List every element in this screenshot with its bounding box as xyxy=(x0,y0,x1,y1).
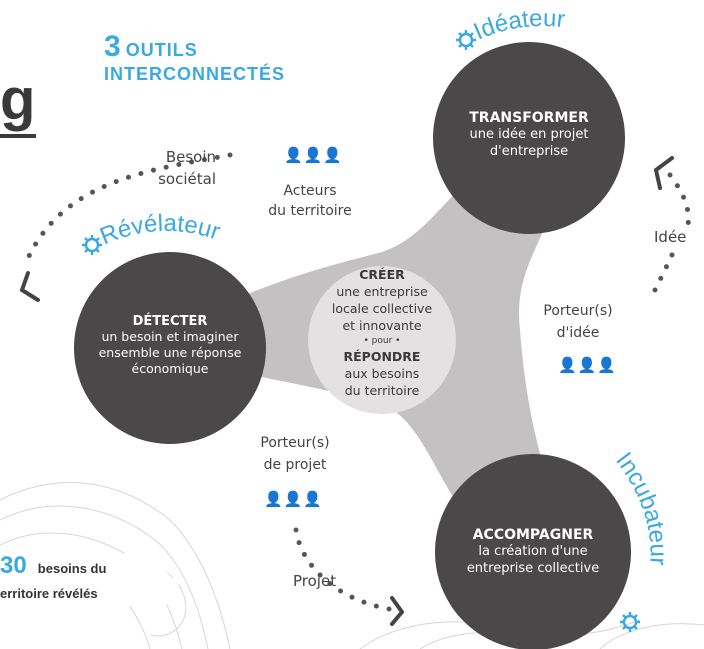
accompagner-line-1: la création d'une xyxy=(478,544,588,559)
arrowhead-idee xyxy=(654,156,674,190)
center-connector: • pour • xyxy=(363,336,401,346)
dotted-path-projet xyxy=(293,527,398,613)
flow-besoin-line-2: sociétal xyxy=(158,170,216,188)
detecter-text: DÉTECTER un besoin et imaginer ensemble … xyxy=(74,314,266,377)
center-line-2: locale collective xyxy=(331,301,433,316)
stat-banner-2 xyxy=(0,578,180,612)
circle-detecter xyxy=(74,252,266,444)
detecter-line-2: ensemble une réponse xyxy=(98,345,242,360)
header-block: 3 OUTILS xyxy=(104,30,198,64)
stat-text-1: besoins du xyxy=(37,561,107,576)
circle-center xyxy=(308,266,456,414)
stat-text-2: erritoire révélés xyxy=(0,586,98,601)
transformer-title: TRANSFORMER xyxy=(469,110,589,126)
center-title-2: RÉPONDRE xyxy=(343,349,421,364)
accompagner-line-2: entreprise collective xyxy=(466,561,600,576)
actors-porteur-idee-line-1: Porteur(s) xyxy=(543,303,613,319)
header-line2: INTERCONNECTÉS xyxy=(104,64,286,84)
people-icon-porteur-idee: 👤👤👤 xyxy=(558,356,618,374)
transformer-text: TRANSFORMER une idée en projet d'entrepr… xyxy=(433,110,625,160)
center-line-4: aux besoins xyxy=(344,366,420,381)
center-text: CRÉER une entreprise locale collective e… xyxy=(312,266,452,399)
role-revelateur: Révélateur xyxy=(96,210,223,251)
flow-besoin-line-1: Besoin xyxy=(165,148,216,166)
header-left-fragment: g xyxy=(0,67,36,132)
actors-acteurs-line-2: du territoire xyxy=(268,203,352,219)
dotted-path-idee xyxy=(647,172,691,303)
transformer-line-2: d'entreprise xyxy=(489,144,569,159)
stat-banner-1 xyxy=(8,552,168,588)
detecter-line-3: économique xyxy=(131,361,209,376)
center-line-5: du territoire xyxy=(344,383,420,398)
transformer-line-1: une idée en projet xyxy=(469,127,589,142)
center-title-1: CRÉER xyxy=(359,267,405,282)
circle-transformer xyxy=(433,42,625,234)
detecter-title: DÉTECTER xyxy=(132,314,208,329)
actors-porteur-idee-line-2: d'idée xyxy=(556,325,600,341)
accompagner-title: ACCOMPAGNER xyxy=(472,527,594,543)
center-line-1: une entreprise xyxy=(336,284,428,299)
people-icon-acteurs: 👤👤👤 xyxy=(284,146,344,164)
arrowhead-projet xyxy=(390,596,404,626)
detecter-line-1: un besoin et imaginer xyxy=(101,329,239,344)
people-icon-porteur-projet: 👤👤👤 xyxy=(264,490,324,508)
actors-acteurs-line-1: Acteurs xyxy=(283,183,337,199)
flow-projet: Projet xyxy=(293,572,337,590)
accompagner-text: ACCOMPAGNER la création d'une entreprise… xyxy=(435,527,631,577)
actors-porteur-projet-line-2: de projet xyxy=(263,457,327,473)
stat-block: 30 besoins du xyxy=(0,552,106,580)
gear-icon-revelateur xyxy=(82,235,102,255)
gear-icon-incubateur xyxy=(620,612,640,632)
stat-number: 30 xyxy=(0,552,27,579)
arrowhead-besoin xyxy=(20,271,40,302)
flow-idee: Idée xyxy=(654,228,687,246)
role-ideateur: Idéateur xyxy=(470,5,567,46)
actors-porteur-projet-line-1: Porteur(s) xyxy=(260,435,330,451)
circle-accompagner xyxy=(435,454,631,649)
header-line1: OUTILS xyxy=(125,40,198,60)
header-underline xyxy=(0,134,36,138)
header-number: 3 xyxy=(104,30,121,63)
center-line-3: et innovante xyxy=(342,318,422,333)
gear-icon-ideateur xyxy=(456,30,476,50)
